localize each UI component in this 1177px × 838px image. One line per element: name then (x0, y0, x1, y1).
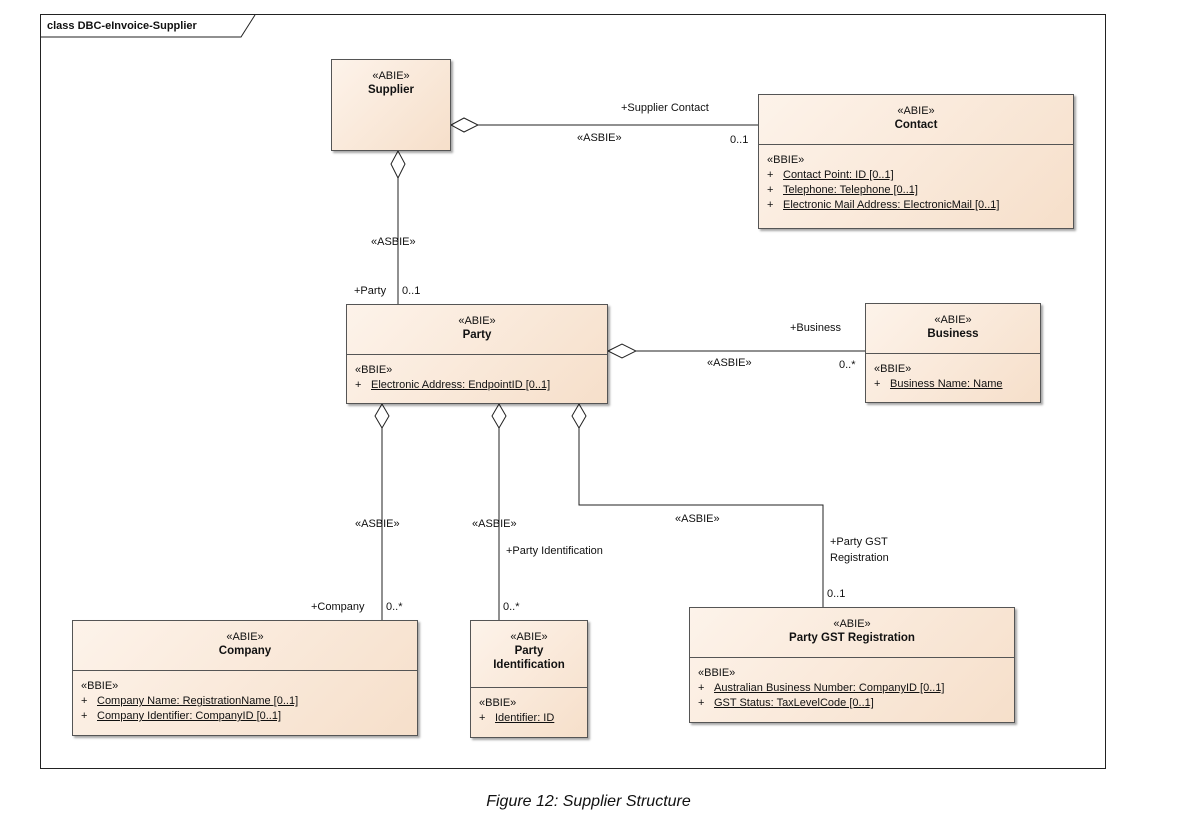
supplier-party-multiplicity: 0..1 (402, 285, 421, 297)
class-name-line2: Identification (493, 659, 565, 671)
party-business-multiplicity: 0..* (839, 359, 856, 371)
section-stereotype: «BBIE» (81, 680, 119, 692)
party-identification-role: +Party Identification (506, 545, 603, 557)
attribute-row: +Electronic Mail Address: ElectronicMail… (767, 199, 1000, 211)
attribute-row: +Contact Point: ID [0..1] (767, 169, 894, 181)
class-stereotype: «ABIE» (510, 631, 548, 643)
attribute-row: +Company Identifier: CompanyID [0..1] (81, 710, 282, 722)
class-supplier[interactable]: «ABIE» Supplier (331, 59, 451, 151)
frame-tab-outline (41, 15, 256, 38)
class-party[interactable]: «ABIE» Party «BBIE» +Electronic Address:… (346, 304, 608, 404)
party-identification-diamond (491, 403, 507, 429)
party-identification-multiplicity: 0..* (503, 601, 520, 613)
party-gst-role-line2: Registration (830, 552, 889, 564)
class-contact[interactable]: «ABIE» Contact «BBIE» +Contact Point: ID… (758, 94, 1074, 229)
section-stereotype: «BBIE» (874, 363, 912, 375)
attribute-text: Identifier: ID (495, 712, 555, 724)
class-stereotype: «ABIE» (897, 105, 935, 117)
class-business[interactable]: «ABIE» Business «BBIE» +Business Name: N… (865, 303, 1041, 403)
class-stereotype: «ABIE» (372, 70, 410, 82)
attribute-row: +Company Name: RegistrationName [0..1] (81, 695, 299, 707)
class-party-gst-registration[interactable]: «ABIE» Party GST Registration «BBIE» +Au… (689, 607, 1015, 723)
party-business-stereotype: «ASBIE» (707, 357, 752, 369)
party-company-role: +Company (311, 601, 365, 613)
attribute-text: Company Name: RegistrationName [0..1] (97, 695, 299, 707)
figure-caption: Figure 12: Supplier Structure (486, 793, 691, 810)
party-company-stereotype: «ASBIE» (355, 518, 400, 530)
section-stereotype: «BBIE» (479, 697, 517, 709)
attribute-text: Contact Point: ID [0..1] (783, 169, 894, 181)
party-business-role: +Business (790, 322, 842, 334)
supplier-contact-stereotype: «ASBIE» (577, 132, 622, 144)
party-gst-multiplicity: 0..1 (827, 588, 846, 600)
class-stereotype: «ABIE» (833, 618, 871, 630)
class-name: Company (218, 645, 272, 657)
class-name: Contact (894, 119, 938, 131)
class-stereotype: «ABIE» (458, 315, 496, 327)
section-stereotype: «BBIE» (698, 667, 736, 679)
attribute-row: +Business Name: Name (874, 378, 1003, 390)
attribute-row: +Telephone: Telephone [0..1] (767, 184, 918, 196)
section-stereotype: «BBIE» (767, 154, 805, 166)
party-gst-stereotype: «ASBIE» (675, 513, 720, 525)
attribute-text: Telephone: Telephone [0..1] (783, 184, 918, 196)
attribute-text: Australian Business Number: CompanyID [0… (714, 682, 945, 694)
attribute-row: +Australian Business Number: CompanyID [… (698, 682, 945, 694)
frame-title: class DBC-eInvoice-Supplier (47, 20, 197, 32)
supplier-party-stereotype: «ASBIE» (371, 236, 416, 248)
attribute-text: Electronic Address: EndpointID [0..1] (371, 379, 551, 391)
class-name: Party (462, 329, 492, 341)
supplier-party-diamond (390, 149, 406, 180)
attribute-row: +Electronic Address: EndpointID [0..1] (355, 379, 551, 391)
party-company-multiplicity: 0..* (386, 601, 403, 613)
diagram-frame: class DBC-eInvoice-Supplier (40, 14, 1106, 769)
class-stereotype: «ABIE» (226, 631, 264, 643)
supplier-party-role: +Party (354, 285, 387, 297)
attribute-text: GST Status: TaxLevelCode [0..1] (714, 697, 874, 709)
party-company-diamond (374, 403, 390, 429)
class-name: Business (927, 328, 979, 340)
supplier-contact-multiplicity: 0..1 (730, 134, 749, 146)
party-identification-stereotype: «ASBIE» (472, 518, 517, 530)
class-company[interactable]: «ABIE» Company «BBIE» +Company Name: Reg… (72, 620, 418, 736)
section-stereotype: «BBIE» (355, 364, 393, 376)
supplier-contact-role: +Supplier Contact (621, 102, 709, 114)
attribute-text: Electronic Mail Address: ElectronicMail … (783, 199, 1000, 211)
attribute-row: +GST Status: TaxLevelCode [0..1] (698, 697, 874, 709)
class-stereotype: «ABIE» (934, 314, 972, 326)
party-gst-diamond (571, 403, 587, 429)
attribute-text: Business Name: Name (890, 378, 1003, 390)
attribute-row: +Identifier: ID (479, 712, 555, 724)
attribute-text: Company Identifier: CompanyID [0..1] (97, 710, 282, 722)
class-name: Supplier (367, 84, 414, 96)
class-name: Party GST Registration (789, 632, 915, 644)
party-gst-role-line1: +Party GST (830, 536, 888, 548)
class-name-line1: Party (514, 645, 544, 657)
supplier-contact-diamond (449, 117, 480, 133)
party-business-diamond (606, 343, 638, 359)
class-party-identification[interactable]: «ABIE» Party Identification «BBIE» +Iden… (470, 620, 588, 738)
